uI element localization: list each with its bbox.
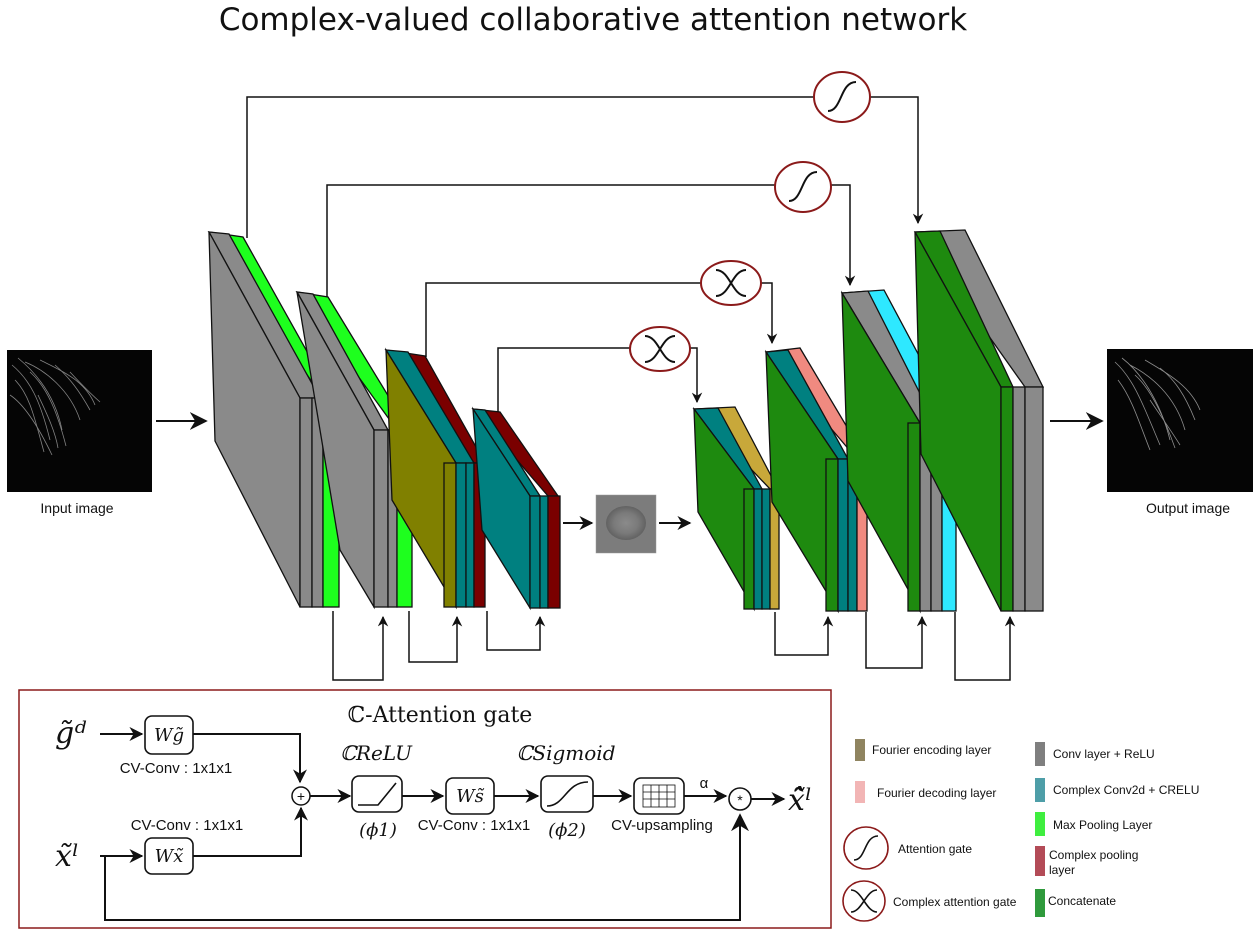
diagram-title: Complex-valued collaborative attention n… bbox=[219, 2, 967, 38]
cross-gate-icon bbox=[842, 880, 886, 922]
wg-label: Wg̃ bbox=[154, 725, 184, 746]
crelu-box bbox=[351, 775, 403, 813]
encoder-block-3 bbox=[384, 347, 487, 610]
cv-conv-bottom: CV-Conv : 1x1x1 bbox=[131, 817, 244, 834]
sum-symbol-icon: + bbox=[297, 788, 305, 804]
legend-label-complex-conv: Complex Conv2d + CRELU bbox=[1053, 783, 1199, 797]
output-image bbox=[1107, 349, 1253, 492]
relu-icon bbox=[358, 782, 397, 806]
x-symbol: x̃ˡ bbox=[55, 839, 79, 874]
sigmoid-icon bbox=[546, 781, 589, 807]
crelu-label: ℂReLU bbox=[340, 741, 413, 765]
legend-label-conv-relu: Conv layer + ReLU bbox=[1053, 747, 1155, 761]
legend-label-complex-attention-gate: Complex attention gate bbox=[893, 895, 1017, 909]
attention-gate-1 bbox=[813, 71, 871, 123]
phi1-label: (ϕ1) bbox=[359, 820, 397, 841]
decoder-block-2 bbox=[764, 347, 868, 614]
csigmoid-label: ℂSigmoid bbox=[516, 741, 615, 765]
legend-label-concatenate: Concatenate bbox=[1048, 894, 1116, 908]
legend-swatch-fourier-decoding bbox=[855, 781, 865, 803]
encoder-block-4 bbox=[471, 406, 561, 611]
legend-swatch-conv-relu bbox=[1035, 742, 1045, 766]
legend-label-fourier-encoding: Fourier encoding layer bbox=[872, 743, 991, 757]
wx-label: Wx̃ bbox=[155, 846, 184, 867]
gate-panel-title: ℂ-Attention gate bbox=[348, 703, 533, 728]
output-symbol: x̂̃ˡ bbox=[788, 783, 812, 818]
decoder-block-1 bbox=[692, 406, 780, 612]
legend-swatch-max-pooling bbox=[1035, 812, 1045, 836]
complex-attention-gate-1 bbox=[700, 260, 762, 306]
cv-conv-mid: CV-Conv : 1x1x1 bbox=[418, 817, 531, 834]
legend-label-attention-gate: Attention gate bbox=[898, 842, 972, 856]
g-symbol: g̃ᵈ bbox=[55, 716, 86, 751]
residual-loops bbox=[332, 611, 1016, 681]
upsampling-label: CV-upsampling bbox=[611, 817, 713, 834]
legend-swatch-fourier-encoding bbox=[855, 739, 865, 761]
input-image bbox=[7, 350, 152, 492]
legend-swatch-concatenate bbox=[1035, 889, 1045, 917]
legend: Fourier encoding layer Fourier decoding … bbox=[842, 739, 1199, 922]
sigmoid-gate-icon bbox=[843, 826, 889, 870]
legend-swatch-complex-conv bbox=[1035, 778, 1045, 802]
legend-swatch-complex-pooling bbox=[1035, 846, 1045, 876]
ws-label: Ws̃ bbox=[456, 786, 485, 807]
bottleneck-image bbox=[595, 494, 657, 554]
phi2-label: (ϕ2) bbox=[548, 820, 586, 841]
skip-connections bbox=[246, 96, 924, 413]
attention-gate-panel: ℂ-Attention gate g̃ᵈ Wg̃ CV-Conv : 1x1x1… bbox=[18, 689, 832, 929]
input-image-label: Input image bbox=[40, 500, 113, 516]
legend-label-complex-pooling: Complex pooling layer bbox=[1049, 848, 1142, 877]
attention-gate-2 bbox=[774, 161, 832, 213]
alpha-label: α bbox=[700, 775, 709, 792]
legend-label-fourier-decoding: Fourier decoding layer bbox=[877, 786, 996, 800]
complex-attention-gate-2 bbox=[629, 326, 691, 372]
cv-conv-top: CV-Conv : 1x1x1 bbox=[120, 760, 233, 777]
decoder-block-4 bbox=[913, 229, 1045, 612]
grid-icon bbox=[642, 784, 676, 808]
legend-label-max-pooling: Max Pooling Layer bbox=[1053, 818, 1152, 832]
multiply-symbol-icon: * bbox=[737, 792, 743, 808]
output-image-label: Output image bbox=[1146, 500, 1230, 516]
